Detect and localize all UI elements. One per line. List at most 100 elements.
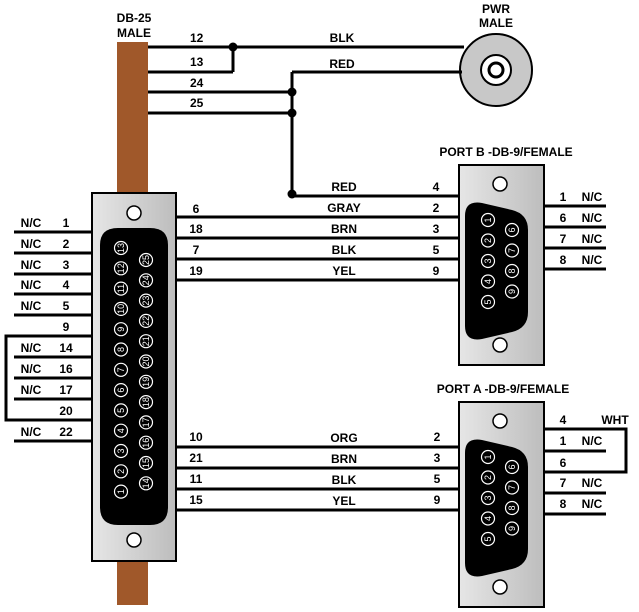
porta-pins-pin-9: 9 bbox=[504, 521, 520, 536]
db25-cable-top bbox=[117, 42, 148, 202]
db25-face-pin-12: 12 bbox=[113, 261, 129, 276]
svg-text:15: 15 bbox=[141, 458, 151, 468]
svg-text:23: 23 bbox=[141, 296, 151, 306]
svg-text:5: 5 bbox=[483, 536, 493, 541]
svg-text:10: 10 bbox=[116, 304, 126, 314]
porta-brn-color: BRN bbox=[331, 452, 357, 466]
svg-text:5: 5 bbox=[483, 299, 493, 304]
db25-face-pin-16: 16 bbox=[138, 435, 154, 450]
porta-right-pin6: 6 bbox=[560, 456, 567, 470]
svg-text:14: 14 bbox=[141, 478, 151, 488]
db25-left-pin22: 22 bbox=[59, 425, 73, 439]
svg-text:12: 12 bbox=[116, 263, 126, 273]
db25-face-pin-14: 14 bbox=[138, 476, 154, 491]
db25-face-pin-7: 7 bbox=[113, 362, 129, 377]
db25-face-pin-13: 13 bbox=[113, 240, 129, 256]
db25-label-line2: MALE bbox=[117, 26, 151, 40]
db25-left-pin20: 20 bbox=[59, 404, 73, 418]
svg-text:13: 13 bbox=[116, 243, 126, 253]
db25-left-wires bbox=[4, 230, 92, 443]
portb-blk-db25: 7 bbox=[193, 243, 200, 257]
portb-pins-pin-6: 6 bbox=[504, 222, 520, 238]
porta-pins-pin-8: 8 bbox=[504, 500, 520, 516]
db25-face-pin-19: 19 bbox=[138, 374, 154, 389]
porta-pins-pin-4: 4 bbox=[480, 511, 496, 526]
port-b-wires bbox=[176, 194, 459, 282]
power-wires bbox=[148, 45, 464, 196]
db25-left-pin14: 14 bbox=[59, 341, 73, 355]
db25-face-pin-22: 22 bbox=[138, 313, 154, 328]
svg-text:20: 20 bbox=[141, 356, 151, 366]
db25-left-label4: N/C bbox=[21, 278, 42, 292]
portb-nc-pin7: 7 bbox=[560, 232, 567, 246]
porta-right-label8: N/C bbox=[582, 497, 603, 511]
svg-text:1: 1 bbox=[116, 489, 126, 494]
svg-text:24: 24 bbox=[141, 275, 151, 285]
portb-pins-pin-9: 9 bbox=[504, 284, 520, 299]
db25-face-pin-15: 15 bbox=[138, 455, 154, 471]
svg-text:2: 2 bbox=[483, 238, 493, 243]
db25-face-pin-20: 20 bbox=[138, 354, 154, 369]
porta-org-db9: 2 bbox=[434, 430, 441, 444]
db25-connector bbox=[91, 192, 177, 562]
portb-pins-pin-7: 7 bbox=[504, 243, 520, 258]
junction-dots bbox=[228, 42, 297, 199]
svg-text:4: 4 bbox=[483, 279, 493, 284]
porta-org-color: ORG bbox=[330, 431, 357, 445]
db25-left-pin17: 17 bbox=[59, 383, 73, 397]
svg-text:25: 25 bbox=[141, 255, 151, 265]
portb-yel-db9: 9 bbox=[433, 264, 440, 278]
power-pin-12: 12 bbox=[190, 31, 204, 45]
porta-blk-db9: 5 bbox=[434, 472, 441, 486]
db25-face-pin-21: 21 bbox=[138, 334, 154, 349]
db25-face-pin-24: 24 bbox=[138, 273, 154, 288]
port-a-label: PORT A -DB-9/FEMALE bbox=[437, 382, 569, 396]
svg-text:7: 7 bbox=[507, 485, 517, 490]
portb-red-color: RED bbox=[331, 180, 357, 194]
porta-yel-db25: 15 bbox=[189, 493, 203, 507]
portb-yel-color: YEL bbox=[332, 264, 355, 278]
db25-left-pin4: 4 bbox=[63, 278, 70, 292]
db25-left-label22: N/C bbox=[21, 425, 42, 439]
porta-pins-pin-7: 7 bbox=[504, 480, 520, 495]
porta-yel-db9: 9 bbox=[434, 493, 441, 507]
svg-text:3: 3 bbox=[483, 495, 493, 500]
svg-text:11: 11 bbox=[116, 284, 126, 293]
svg-text:9: 9 bbox=[507, 526, 517, 531]
porta-right-pin7: 7 bbox=[560, 476, 567, 490]
port-a-connector bbox=[458, 401, 545, 608]
db25-face-pin-1: 1 bbox=[113, 484, 129, 499]
portb-nc-pin6: 6 bbox=[560, 211, 567, 225]
porta-pins-pin-6: 6 bbox=[504, 459, 520, 475]
portb-gray-db25: 6 bbox=[193, 202, 200, 216]
db25-left-pin3: 3 bbox=[63, 258, 70, 272]
svg-text:5: 5 bbox=[116, 408, 126, 413]
db25-label-line1: DB-25 bbox=[117, 11, 152, 25]
porta-right-pin1: 1 bbox=[560, 434, 567, 448]
svg-text:21: 21 bbox=[141, 336, 151, 346]
portb-blk-color: BLK bbox=[332, 243, 357, 257]
portb-brn-color: BRN bbox=[331, 222, 357, 236]
porta-right-label7: N/C bbox=[582, 476, 603, 490]
db25-face-pin-6: 6 bbox=[113, 383, 129, 398]
db25-face-pin-2: 2 bbox=[113, 464, 129, 479]
db25-left-pin16: 16 bbox=[59, 362, 73, 376]
power-pin-13: 13 bbox=[190, 55, 204, 69]
db25-face-pin-9: 9 bbox=[113, 322, 129, 337]
svg-text:19: 19 bbox=[141, 377, 151, 387]
portb-gray-db9: 2 bbox=[433, 201, 440, 215]
db25-face-pin-17: 17 bbox=[138, 415, 154, 430]
portb-pins-pin-8: 8 bbox=[504, 263, 520, 279]
pwr-label-line2: MALE bbox=[479, 16, 513, 30]
port-b-connector bbox=[458, 164, 545, 366]
svg-text:18: 18 bbox=[141, 397, 151, 407]
svg-text:8: 8 bbox=[116, 347, 126, 352]
portb-blk-db9: 5 bbox=[433, 243, 440, 257]
svg-text:4: 4 bbox=[116, 428, 126, 433]
pwr-label-line1: PWR bbox=[482, 2, 510, 16]
power-pin-24: 24 bbox=[190, 76, 204, 90]
db25-left-pin5: 5 bbox=[63, 299, 70, 313]
svg-text:2: 2 bbox=[116, 469, 126, 474]
svg-text:3: 3 bbox=[483, 258, 493, 263]
db25-face-pin-11: 11 bbox=[113, 281, 129, 296]
